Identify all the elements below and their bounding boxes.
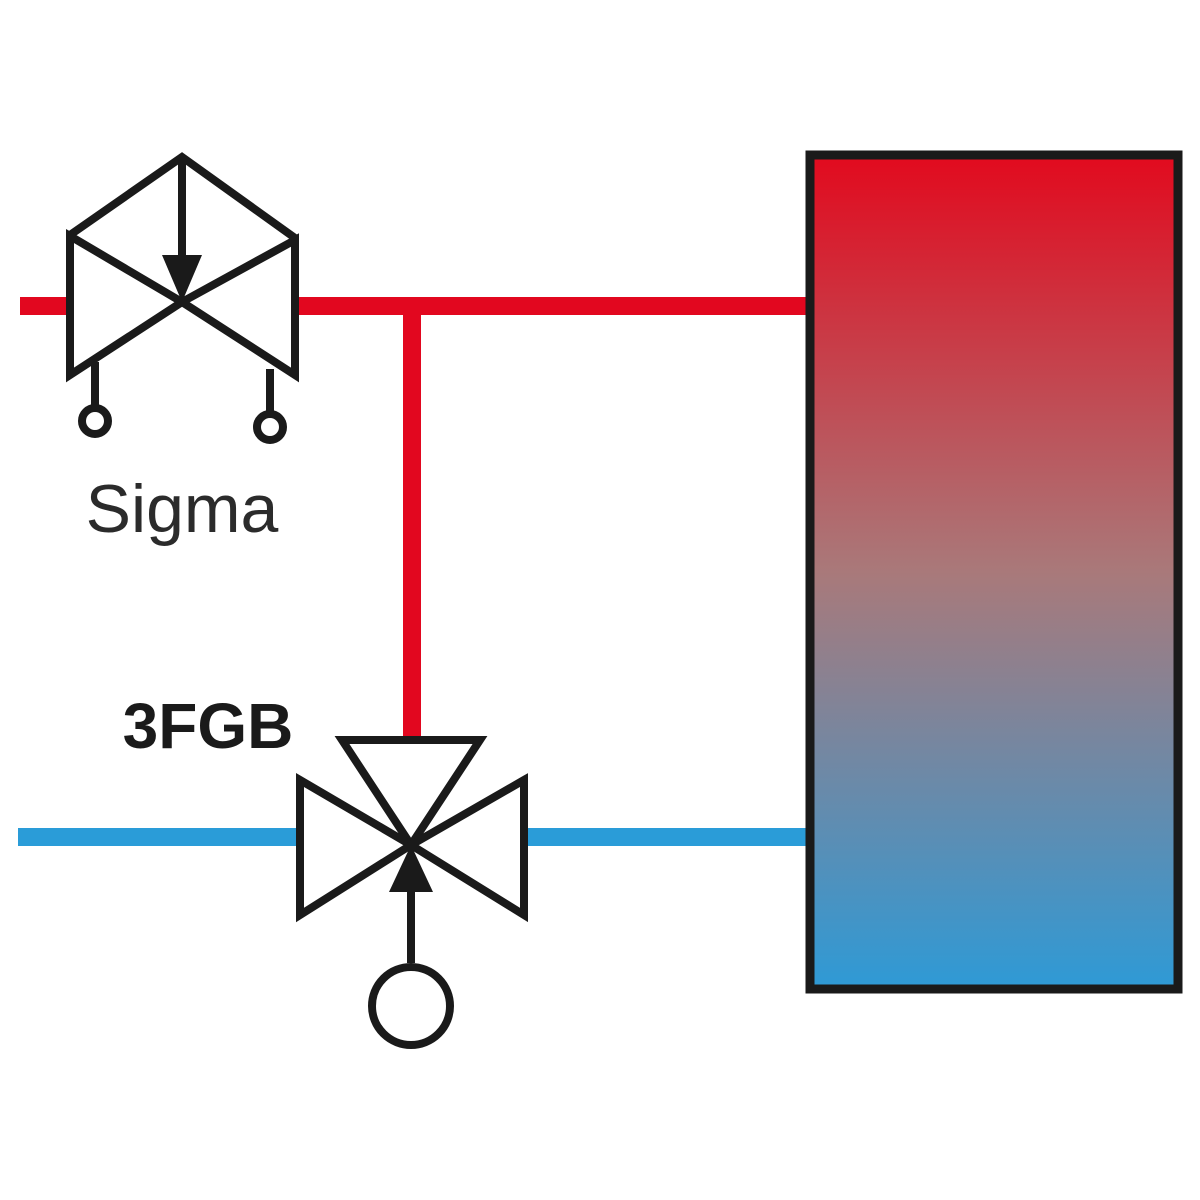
three-fgb-label: 3FGB (123, 690, 294, 762)
sigma-label: Sigma (86, 471, 279, 547)
storage-tank (805, 150, 1183, 994)
hot-pipe (20, 297, 810, 740)
sigma-valve-icon (66, 152, 299, 444)
three-way-valve-icon (296, 736, 528, 1049)
